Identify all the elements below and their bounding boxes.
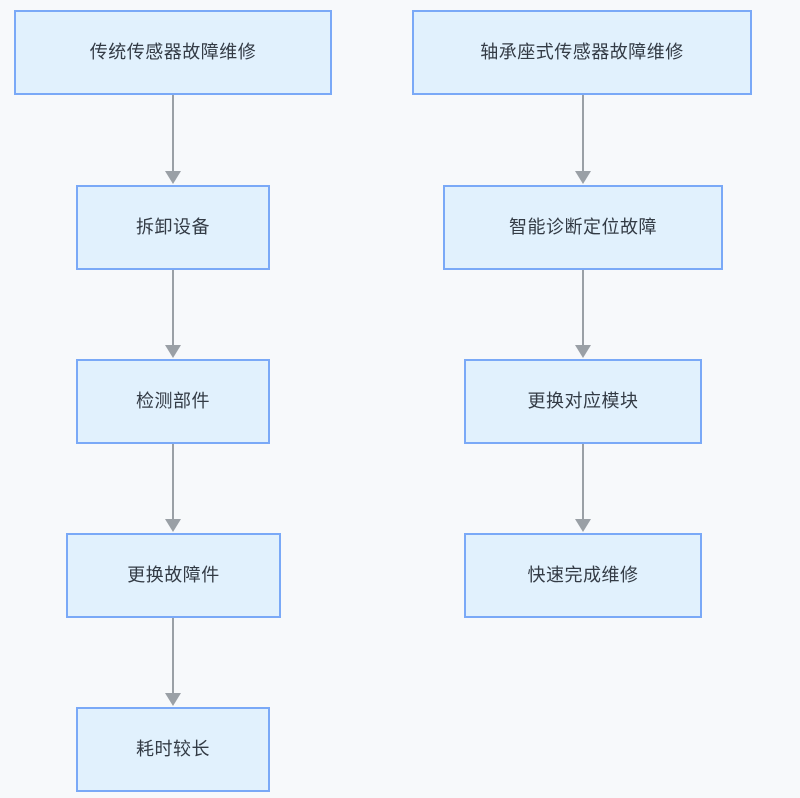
flow-node-bear-2[interactable]: 智能诊断定位故障 <box>443 185 723 270</box>
connector-arrow <box>575 270 591 358</box>
flow-node-trad-4[interactable]: 更换故障件 <box>66 533 281 618</box>
flow-node-label: 轴承座式传感器故障维修 <box>480 41 684 63</box>
flow-node-trad-1[interactable]: 传统传感器故障维修 <box>14 10 332 95</box>
flow-node-label: 智能诊断定位故障 <box>509 216 657 238</box>
connector-arrow <box>165 618 181 706</box>
flow-node-bear-1[interactable]: 轴承座式传感器故障维修 <box>412 10 752 95</box>
connector-arrow <box>575 444 591 532</box>
flow-node-bear-4[interactable]: 快速完成维修 <box>464 533 702 618</box>
connector-arrow <box>165 444 181 532</box>
flow-node-trad-2[interactable]: 拆卸设备 <box>76 185 270 270</box>
connector-arrow <box>165 270 181 358</box>
flow-node-label: 耗时较长 <box>136 738 210 760</box>
flow-node-label: 更换对应模块 <box>527 390 639 412</box>
flow-node-bear-3[interactable]: 更换对应模块 <box>464 359 702 444</box>
flow-node-trad-5[interactable]: 耗时较长 <box>76 707 270 792</box>
flow-node-label: 传统传感器故障维修 <box>89 41 257 63</box>
flow-node-label: 检测部件 <box>136 390 210 412</box>
flow-node-trad-3[interactable]: 检测部件 <box>76 359 270 444</box>
flow-node-label: 更换故障件 <box>127 564 220 586</box>
flow-node-label: 拆卸设备 <box>136 216 210 238</box>
flow-node-label: 快速完成维修 <box>527 564 639 586</box>
connector-arrow <box>165 95 181 184</box>
connector-arrow <box>575 95 591 184</box>
